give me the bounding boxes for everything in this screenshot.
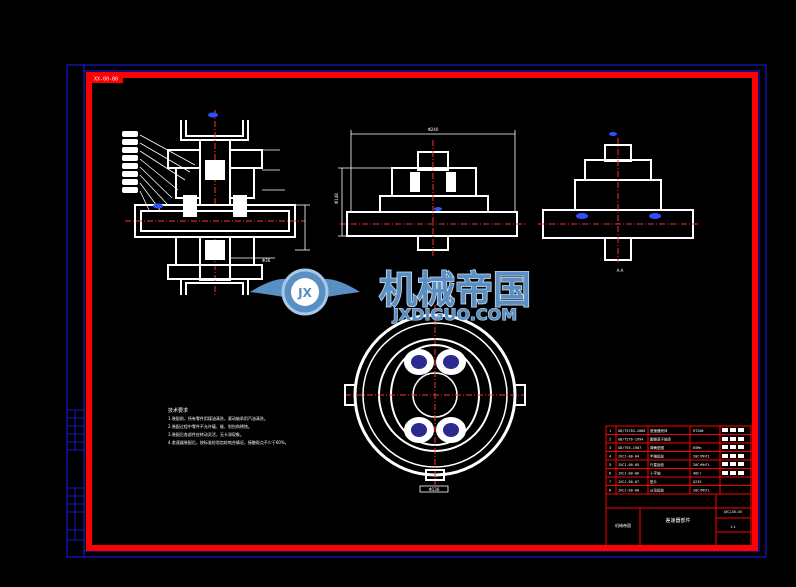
svg-text:差速器壳体: 差速器壳体 bbox=[650, 428, 668, 433]
svg-text:HT200: HT200 bbox=[693, 429, 704, 433]
drawing-border bbox=[86, 72, 758, 551]
parts-list-qty-column bbox=[722, 428, 744, 475]
drawing-number: JXCJ-00-00 bbox=[723, 510, 742, 514]
svg-text:Q235: Q235 bbox=[693, 480, 701, 484]
svg-text:65Mn: 65Mn bbox=[693, 446, 701, 450]
tech-note-line: 2.装配过程中零件不允许磕、碰、划伤和锈蚀。 bbox=[168, 423, 252, 429]
front-dimension-label: Φ36 bbox=[262, 258, 271, 263]
svg-text:2: 2 bbox=[609, 438, 611, 442]
svg-text:JXCJ-00-06: JXCJ-00-06 bbox=[618, 472, 639, 476]
svg-text:JXCJ-00-07: JXCJ-00-07 bbox=[618, 480, 639, 484]
svg-text:行星齿轮: 行星齿轮 bbox=[650, 462, 664, 467]
binding-strip bbox=[66, 64, 85, 558]
svg-text:20CrMnTi: 20CrMnTi bbox=[693, 455, 710, 459]
binding-strip-ticks bbox=[67, 409, 84, 541]
marker-dot bbox=[576, 213, 588, 219]
svg-text:7: 7 bbox=[609, 480, 611, 484]
svg-text:半轴齿轮: 半轴齿轮 bbox=[650, 454, 664, 459]
svg-text:3: 3 bbox=[609, 446, 611, 450]
top-view-width-label: Φ240 bbox=[428, 127, 439, 132]
svg-text:垫片: 垫片 bbox=[650, 479, 658, 484]
tech-note-line: 4.差速器装配后，按标准检验齿轮啮合情况，接触斑点不少于60%。 bbox=[168, 439, 289, 445]
svg-text:5: 5 bbox=[609, 463, 611, 467]
sheet-scale: 1:1 bbox=[730, 525, 736, 529]
front-dimensions bbox=[230, 149, 310, 259]
drawing-title: 差速器部件 bbox=[665, 517, 690, 524]
svg-text:6: 6 bbox=[609, 472, 611, 476]
svg-text:8: 8 bbox=[609, 489, 611, 493]
svg-text:JXCJ-00-08: JXCJ-00-08 bbox=[618, 489, 639, 493]
top-view bbox=[340, 140, 525, 258]
svg-text:弹簧垫圈: 弹簧垫圈 bbox=[650, 445, 664, 450]
svg-text:1: 1 bbox=[609, 429, 611, 433]
svg-text:GB/T276-1994: GB/T276-1994 bbox=[618, 438, 643, 442]
svg-text:从动齿轮: 从动齿轮 bbox=[650, 488, 664, 493]
top-view-height-label: Φ148 bbox=[334, 193, 339, 204]
watermark-logo: JX bbox=[250, 268, 360, 316]
svg-text:20CrMnTi: 20CrMnTi bbox=[693, 463, 710, 467]
side-view bbox=[538, 138, 700, 262]
tech-notes-heading: 技术要求 bbox=[168, 407, 188, 414]
watermark-logo-letters: JX bbox=[297, 286, 312, 300]
planet-gear-centers bbox=[411, 355, 459, 437]
marker-dot bbox=[153, 203, 163, 209]
circular-view-lugs bbox=[344, 384, 526, 481]
part-callouts bbox=[139, 134, 196, 213]
tech-note-line: 3.装配后各部件应转动灵活，无卡滞现象。 bbox=[168, 431, 244, 437]
marker-dot bbox=[609, 132, 617, 136]
svg-text:GB/T93-1987: GB/T93-1987 bbox=[618, 446, 641, 450]
marker-dot bbox=[649, 213, 661, 219]
svg-text:JXCJ-00-05: JXCJ-00-05 bbox=[618, 463, 639, 467]
watermark-cn: 机械帝国 bbox=[379, 268, 531, 312]
top-view-dimensions bbox=[338, 130, 516, 237]
tech-note-line: 1.装配前，所有零件用煤油清洗，滚动轴承用汽油清洗。 bbox=[168, 415, 268, 421]
school-name: 机械帝国 bbox=[615, 522, 631, 528]
parts-list-rows: 1 GB/T5783-2000 差速器壳体 HT200 2 GB/T276-19… bbox=[609, 428, 710, 493]
circular-plan-view bbox=[345, 305, 525, 485]
watermark-en: JXDIGUO.COM bbox=[392, 305, 517, 324]
part-balloons bbox=[122, 131, 138, 193]
title-block bbox=[605, 493, 752, 547]
svg-text:4: 4 bbox=[609, 455, 611, 459]
bottom-dimension-label: Φ136 bbox=[429, 487, 440, 492]
svg-text:圆锥滚子轴承: 圆锥滚子轴承 bbox=[650, 437, 671, 442]
front-section-view bbox=[125, 110, 305, 295]
svg-text:20CrMnTi: 20CrMnTi bbox=[693, 489, 710, 493]
bottom-dimension-box bbox=[419, 485, 449, 493]
sheet-tag: XX-00-00 bbox=[94, 77, 118, 83]
svg-text:十字轴: 十字轴 bbox=[650, 471, 661, 476]
marker-dot bbox=[208, 112, 218, 118]
side-view-label: A-A bbox=[617, 268, 624, 273]
svg-text:GB/T5783-2000: GB/T5783-2000 bbox=[618, 429, 645, 433]
marker-dot bbox=[434, 207, 442, 211]
sheet-tag-box bbox=[89, 72, 123, 83]
svg-text:JXCJ-00-04: JXCJ-00-04 bbox=[618, 455, 639, 459]
svg-text:40Cr: 40Cr bbox=[693, 472, 701, 476]
